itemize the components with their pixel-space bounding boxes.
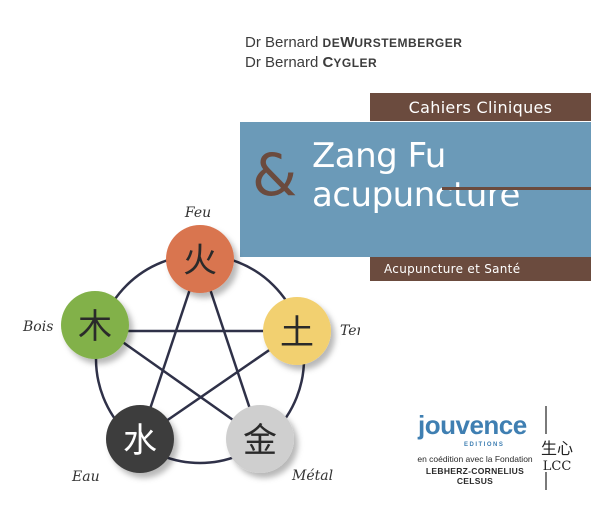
author-1-prefix: Dr Bernard: [245, 34, 319, 51]
metal-glyph: 金: [243, 421, 277, 461]
series-band: Cahiers Cliniques: [370, 93, 591, 121]
subtitle-band: Acupuncture et Santé: [370, 257, 591, 281]
earth-glyph: 土: [280, 313, 314, 353]
fire-circle: [166, 225, 234, 293]
water-circle: [106, 405, 174, 473]
series-label: Cahiers Cliniques: [408, 97, 553, 117]
wood-circle: [61, 291, 129, 359]
lcc-glyphs: 生心: [541, 439, 573, 458]
author-1-initial: W: [340, 34, 355, 51]
earth-circle: [263, 297, 331, 365]
title-line-2: acupuncture: [312, 175, 520, 215]
title-line-1: Zang Fu: [312, 136, 446, 176]
fire-glyph: 火: [183, 241, 217, 281]
author-2-prefix: Dr Bernard: [245, 54, 319, 71]
lcc-text: LCC: [543, 459, 572, 474]
element-node-earth: 土: [263, 297, 331, 365]
title-rule: [442, 187, 591, 190]
label-bois: Bois: [22, 319, 53, 335]
author-1-rest: URSTEMBERGER: [354, 36, 463, 50]
publisher-block: jouvence EDITIONS en coédition avec la F…: [410, 396, 591, 526]
author-2: Dr Bernard CYGLER: [245, 53, 462, 73]
element-node-water: 水: [106, 405, 174, 473]
wood-glyph: 木: [78, 307, 112, 347]
element-node-fire: 火: [166, 225, 234, 293]
foundation-name: LEBHERZ-CORNELIUS CELSUS: [425, 466, 525, 486]
label-terre: Terre: [340, 323, 360, 339]
author-2-initial: C: [322, 54, 334, 71]
author-2-rest: YGLER: [333, 56, 378, 70]
water-glyph: 水: [123, 421, 157, 461]
title-ampersand: &: [252, 141, 298, 209]
author-1-particle: de: [322, 36, 341, 50]
editions-label: EDITIONS: [464, 442, 505, 448]
five-elements-diagram: 火 土 金 水 木 Feu Terre Métal Eau Bois: [22, 205, 360, 485]
element-node-wood: 木: [61, 291, 129, 359]
jouvence-logo: jouvence: [418, 410, 527, 440]
authors: Dr Bernard deWURSTEMBERGER Dr Bernard CY…: [245, 33, 462, 73]
element-node-metal: 金: [226, 405, 294, 473]
label-metal: Métal: [291, 468, 333, 484]
label-eau: Eau: [71, 469, 100, 485]
lcc-logo: 生心 LCC: [541, 406, 573, 490]
metal-circle: [226, 405, 294, 473]
author-1: Dr Bernard deWURSTEMBERGER: [245, 33, 462, 53]
coedition-text: en coédition avec la Fondation: [417, 454, 533, 464]
label-feu: Feu: [184, 205, 211, 221]
subtitle-label: Acupuncture et Santé: [384, 262, 521, 276]
